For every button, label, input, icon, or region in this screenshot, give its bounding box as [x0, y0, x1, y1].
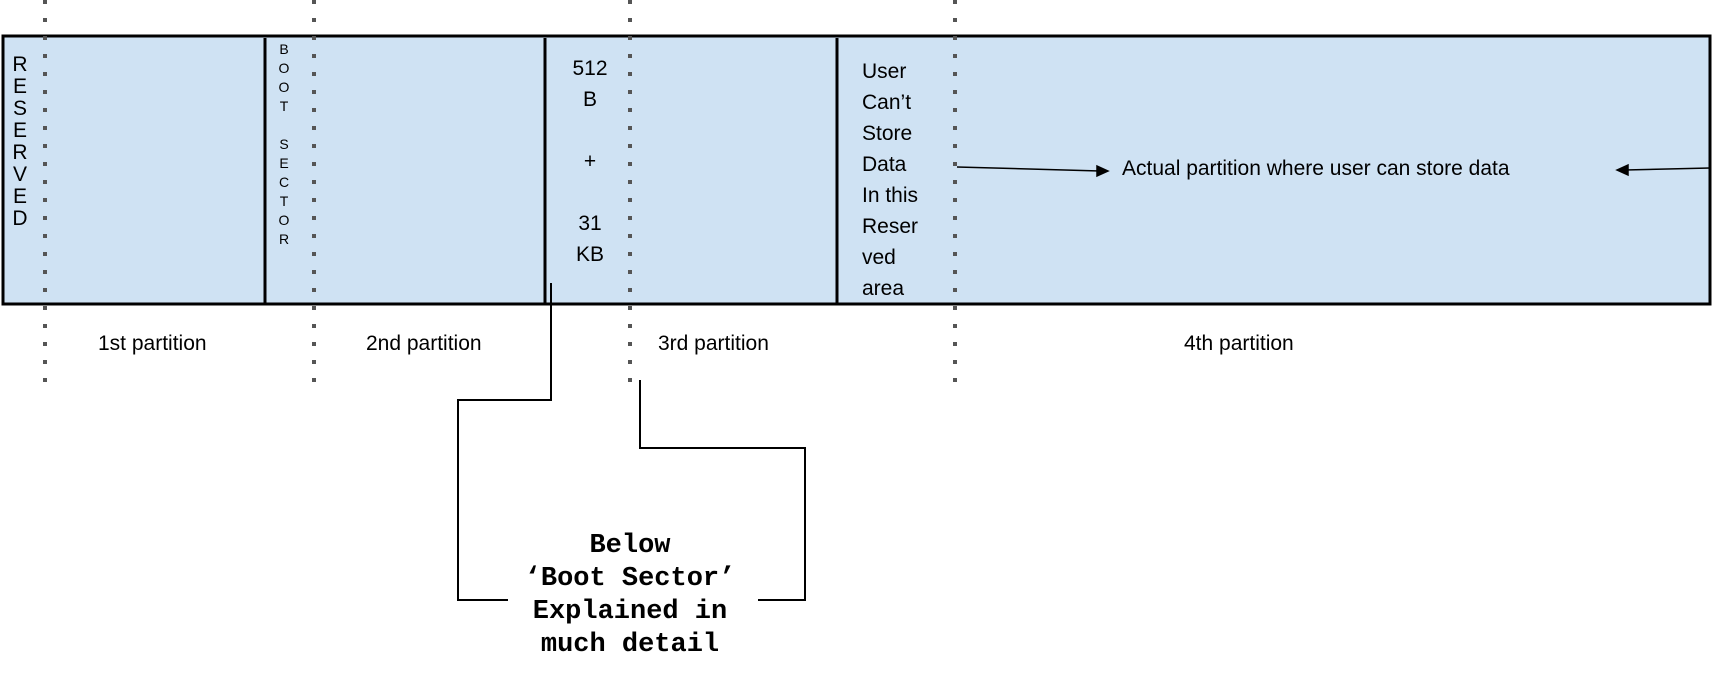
partition-label-1: 1st partition [98, 332, 207, 355]
boot-sector-callout: Below ‘Boot Sector’ Explained in much de… [524, 531, 736, 660]
arrow-left-head [1096, 164, 1110, 178]
partition-label-2: 2nd partition [366, 332, 482, 355]
arrow-left-shaft [956, 166, 1101, 172]
actual-partition-label: Actual partition where user can store da… [1122, 157, 1510, 180]
arrow-right-shaft [1624, 167, 1711, 171]
arrows [956, 163, 1711, 178]
boot-sector-size: 512 B + 31 KB [572, 57, 608, 266]
partition-label-4: 4th partition [1184, 332, 1294, 355]
reserved-area-note: User Can’t Store Data In this Reser ved … [862, 60, 919, 300]
reserved-label: R E S E R V E D [12, 53, 28, 230]
disk-bar [1, 34, 1712, 306]
callout-bracket [457, 283, 806, 601]
arrow-right-head [1615, 163, 1629, 177]
boot-sector-label: B O O T S E C T O R [278, 41, 290, 247]
partition-label-3: 3rd partition [658, 332, 769, 355]
